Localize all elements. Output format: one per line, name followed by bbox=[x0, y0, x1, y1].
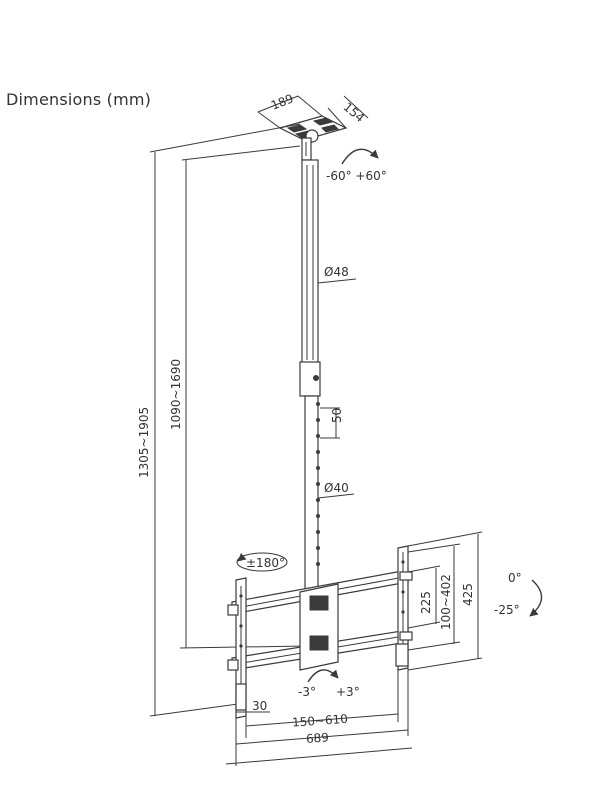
tilt-up-label: 0° bbox=[508, 571, 522, 585]
pole-length-label: 1090~1690 bbox=[169, 359, 183, 430]
vesa-min-height-label: 225 bbox=[419, 591, 433, 614]
vesa-width-range-label: 150~610 bbox=[292, 712, 349, 730]
bracket-width-label: 689 bbox=[306, 730, 330, 746]
level-adjust-arrow bbox=[307, 669, 339, 683]
level-adjust-left-label: -3° bbox=[298, 685, 316, 699]
plate-dimension-lines bbox=[257, 95, 369, 129]
lower-pole bbox=[304, 395, 320, 591]
upper-pole bbox=[301, 159, 319, 366]
plate-depth-label: 154 bbox=[341, 100, 368, 125]
spacing-label: 50 bbox=[330, 408, 344, 423]
total-height-label: 1305~1905 bbox=[137, 407, 151, 478]
swivel-arrow bbox=[237, 552, 247, 562]
offset-label: 30 bbox=[252, 699, 267, 713]
diameter-lower-label: Ø40 bbox=[324, 481, 349, 495]
ceiling-plate bbox=[278, 115, 348, 161]
swivel-ring bbox=[236, 552, 288, 572]
tv-bracket bbox=[227, 545, 413, 719]
vesa-height-range-label: 100~402 bbox=[439, 574, 453, 630]
tilt-arrow bbox=[529, 579, 543, 617]
diameter-upper-leader bbox=[317, 278, 357, 284]
top-tilt-arrow bbox=[341, 148, 379, 165]
level-adjust-right-label: +3° bbox=[336, 685, 360, 699]
bottom-dimension-lines bbox=[225, 668, 413, 766]
plate-width-label: 189 bbox=[269, 91, 295, 113]
pole-joint-knob bbox=[313, 375, 319, 381]
height-dimension-lines bbox=[149, 123, 307, 717]
tilt-down-label: -25° bbox=[494, 603, 520, 617]
bracket-height-dimension-lines bbox=[407, 531, 483, 671]
top-tilt-label: -60° +60° bbox=[326, 169, 387, 183]
swivel-label: ±180° bbox=[246, 556, 285, 570]
bracket-height-label: 425 bbox=[461, 583, 475, 606]
diameter-lower-leader bbox=[317, 493, 355, 499]
diameter-upper-label: Ø48 bbox=[324, 265, 349, 279]
diagram-title: Dimensions (mm) bbox=[6, 90, 152, 109]
spacing-dimension bbox=[320, 407, 340, 439]
